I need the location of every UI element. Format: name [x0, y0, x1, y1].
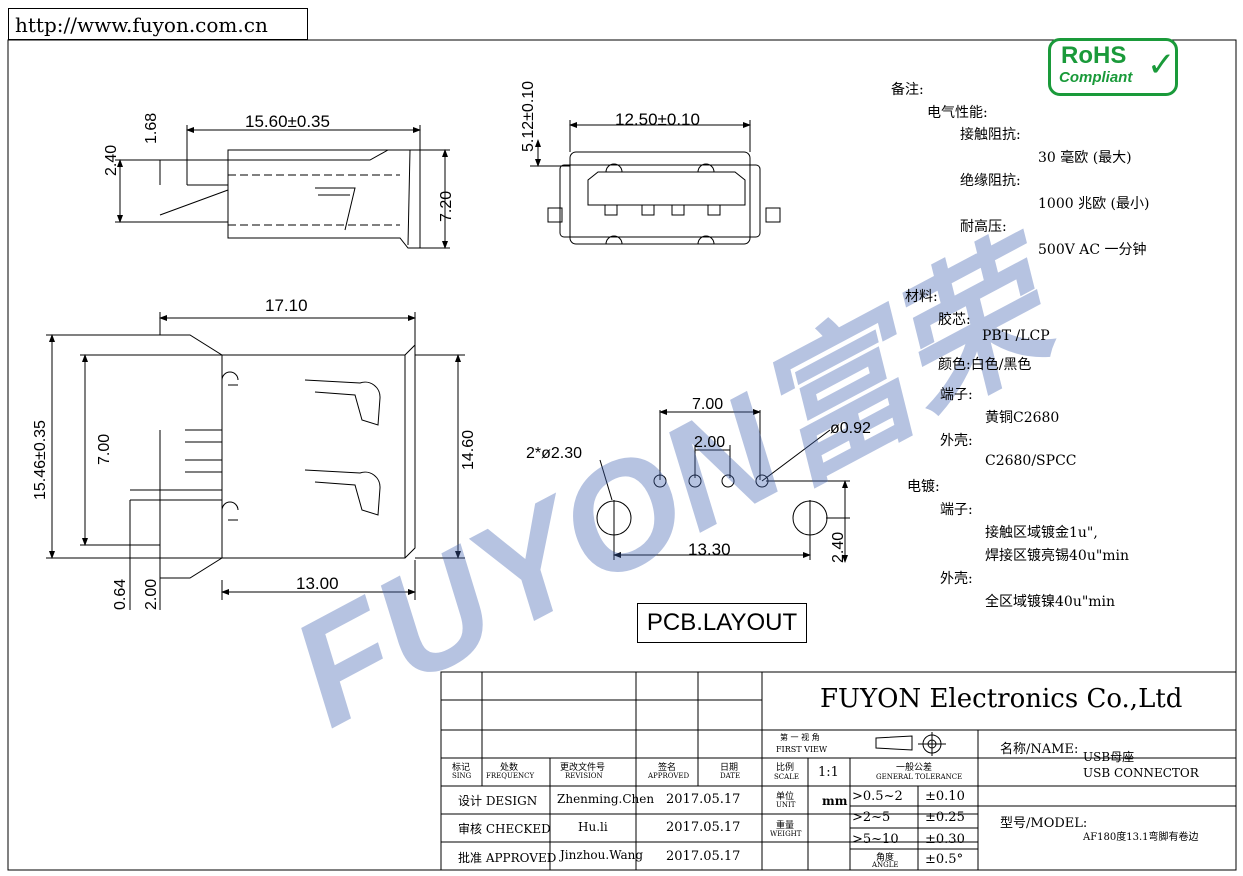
note-10: PBT /LCP — [982, 328, 1050, 344]
note-8: 材料: — [905, 289, 938, 305]
dim-12-50: 12.50±0.10 — [615, 110, 700, 129]
note-3: 30 毫欧 (最大) — [1038, 150, 1132, 166]
note-17: 端子: — [940, 502, 973, 518]
note-5: 1000 兆欧 (最小) — [1038, 196, 1150, 212]
side-view — [115, 125, 450, 249]
unit-label: 单位 — [776, 792, 795, 802]
name-label: 名称/NAME: — [1000, 742, 1079, 757]
tol-range-1: >0.5~2 — [852, 789, 903, 804]
unit-en: UNIT — [776, 801, 796, 809]
dim-5-12: 5.12±0.10 — [520, 80, 537, 152]
dim-hole-0-92: ø0.92 — [830, 420, 871, 437]
dim-17-10: 17.10 — [265, 296, 308, 315]
note-18: 接触区域镀金1u", — [985, 525, 1098, 541]
angle-label: 角度 — [876, 853, 895, 863]
product-name-en: USB CONNECTOR — [1083, 766, 1199, 780]
note-11: 颜色:白色/黑色 — [938, 357, 1032, 373]
header-rev-en: REVISION — [565, 772, 603, 780]
note-9: 胶芯: — [938, 312, 971, 328]
approved-name: Jinzhou.Wang — [560, 848, 644, 862]
dim-2-00-top: 2.00 — [143, 578, 160, 610]
note-20: 外壳: — [940, 571, 973, 587]
note-12: 端子: — [940, 387, 973, 403]
front-view — [530, 120, 781, 245]
header-mark-en: SING — [452, 772, 472, 780]
scale-value: 1:1 — [818, 765, 839, 780]
rohs-text: RoHS — [1061, 42, 1127, 69]
tol-value-2: ±0.25 — [925, 810, 965, 825]
unit-value: mm — [822, 794, 848, 808]
weight-en: WEIGHT — [770, 830, 802, 838]
first-view-en: FIRST VIEW — [776, 745, 828, 754]
dim-hole-2-30: 2*ø2.30 — [526, 445, 583, 462]
note-13: 黄铜C2680 — [985, 410, 1060, 426]
tol-value-3: ±0.30 — [925, 832, 965, 847]
angle-en: ANGLE — [872, 861, 899, 869]
note-14: 外壳: — [940, 433, 973, 449]
note-4: 绝缘阻抗: — [960, 173, 1021, 189]
model-label: 型号/MODEL: — [1000, 816, 1088, 831]
dim-7-00-top: 7.00 — [96, 433, 113, 465]
dim-15-46: 15.46±0.35 — [32, 420, 49, 500]
dim-2-40-side: 2.40 — [103, 144, 120, 176]
note-6: 耐高压: — [960, 219, 1007, 235]
note-19: 焊接区镀亮锡40u"min — [985, 548, 1130, 564]
note-15: C2680/SPCC — [985, 453, 1077, 469]
header-date: 日期 — [720, 763, 739, 773]
tol-value-1: ±0.10 — [925, 789, 965, 804]
header-sign-en: APPROVED — [648, 772, 690, 780]
dim-2-00-pcb: 2.00 — [694, 434, 726, 451]
dim-7-00-pcb: 7.00 — [692, 396, 724, 413]
tol-range-2: >2~5 — [852, 810, 891, 825]
note-16: 电镀: — [907, 479, 940, 495]
pcb-layout-label: PCB.LAYOUT — [637, 603, 807, 643]
design-name: Zhenming.Chen — [557, 792, 655, 806]
model-value: AF180度13.1弯脚有卷边 — [1083, 832, 1199, 843]
checked-label: 审核 CHECKED — [458, 822, 551, 836]
company-name: FUYON Electronics Co.,Ltd — [820, 684, 1183, 714]
approved-label: 批准 APPROVED — [458, 851, 557, 865]
top-view — [46, 312, 465, 610]
title-block — [440, 671, 1237, 871]
weight-label: 重量 — [776, 821, 795, 831]
tolerance-label: 一般公差 — [896, 763, 933, 773]
first-view-label: 第 一 视 角 — [780, 733, 820, 742]
note-1: 电气性能: — [927, 105, 988, 121]
header-rev: 更改文件号 — [560, 763, 606, 773]
dim-15-60: 15.60±0.35 — [245, 112, 330, 131]
dim-13-00: 13.00 — [296, 574, 339, 593]
tol-range-3: >5~10 — [852, 832, 899, 847]
rohs-compliant-text: Compliant — [1059, 69, 1133, 86]
header-freq-en: FREQUENCY — [486, 772, 535, 780]
dim-2-40-pcb: 2.40 — [830, 531, 847, 563]
dim-13-30: 13.30 — [688, 540, 731, 559]
design-label: 设计 DESIGN — [458, 794, 538, 808]
product-name-cn: USB母座 — [1083, 750, 1135, 764]
angle-value: ±0.5° — [925, 852, 964, 867]
dim-1-68: 1.68 — [143, 112, 160, 144]
dim-7-20: 7.20 — [438, 190, 455, 222]
tolerance-en: GENERAL TOLERANCE — [876, 773, 963, 781]
checkmark-icon: ✓ — [1147, 45, 1176, 85]
dim-14-60: 14.60 — [460, 429, 477, 470]
watermark-text: FUYON富荣 — [266, 212, 1094, 758]
scale-label: 比例 — [776, 763, 795, 773]
note-0: 备注: — [891, 82, 924, 98]
note-21: 全区域镀镍40u"min — [985, 594, 1116, 610]
header-date-en: DATE — [720, 772, 741, 780]
scale-en: SCALE — [774, 773, 799, 781]
pcb-layout — [596, 409, 850, 563]
design-date: 2017.05.17 — [666, 792, 741, 807]
note-2: 接触阻抗: — [960, 127, 1021, 143]
header-mark: 标记 — [452, 763, 471, 773]
checked-name: Hu.li — [578, 820, 608, 834]
header-sign: 签名 — [658, 763, 677, 773]
note-7: 500V AC 一分钟 — [1038, 242, 1147, 258]
dim-0-64: 0.64 — [112, 578, 129, 610]
checked-date: 2017.05.17 — [666, 820, 741, 835]
rohs-logo: RoHS Compliant ✓ — [1048, 38, 1178, 96]
header-freq: 处数 — [500, 763, 519, 773]
approved-date: 2017.05.17 — [666, 849, 741, 864]
